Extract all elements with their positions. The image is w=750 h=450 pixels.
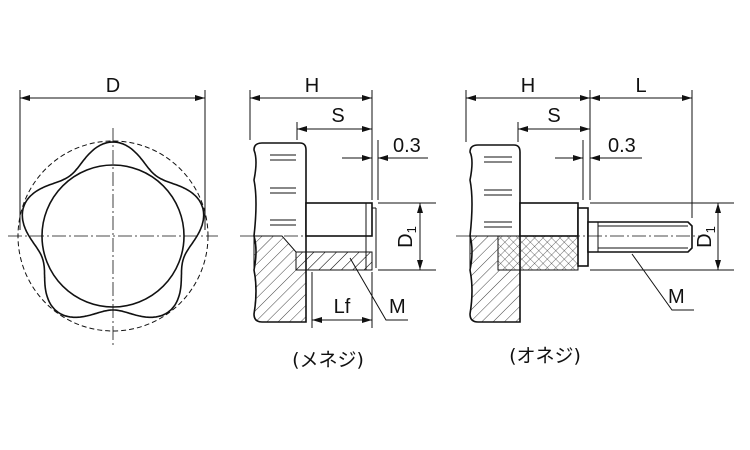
label-d1: D1 — [395, 226, 419, 248]
top-view: D — [8, 75, 218, 345]
label-s: S — [331, 105, 344, 127]
male-side-view: H L S 0.3 D1 M (オネジ) — [456, 75, 734, 367]
label-h: H — [305, 75, 319, 97]
label-lf: Lf — [334, 296, 351, 318]
label-gap: 0.3 — [608, 135, 636, 157]
caption-male: (オネジ) — [509, 345, 581, 367]
label-d: D — [106, 75, 120, 97]
label-d1: D1 — [694, 226, 718, 248]
female-side-view: H S 0.3 D1 Lf M (メネジ) — [240, 75, 436, 371]
label-s: S — [547, 105, 560, 127]
label-m: M — [389, 296, 406, 318]
label-l: L — [635, 75, 646, 97]
label-h: H — [521, 75, 535, 97]
thread-stud — [587, 221, 693, 253]
label-gap: 0.3 — [393, 135, 421, 157]
caption-female: (メネジ) — [292, 349, 364, 371]
label-m: M — [668, 286, 685, 308]
